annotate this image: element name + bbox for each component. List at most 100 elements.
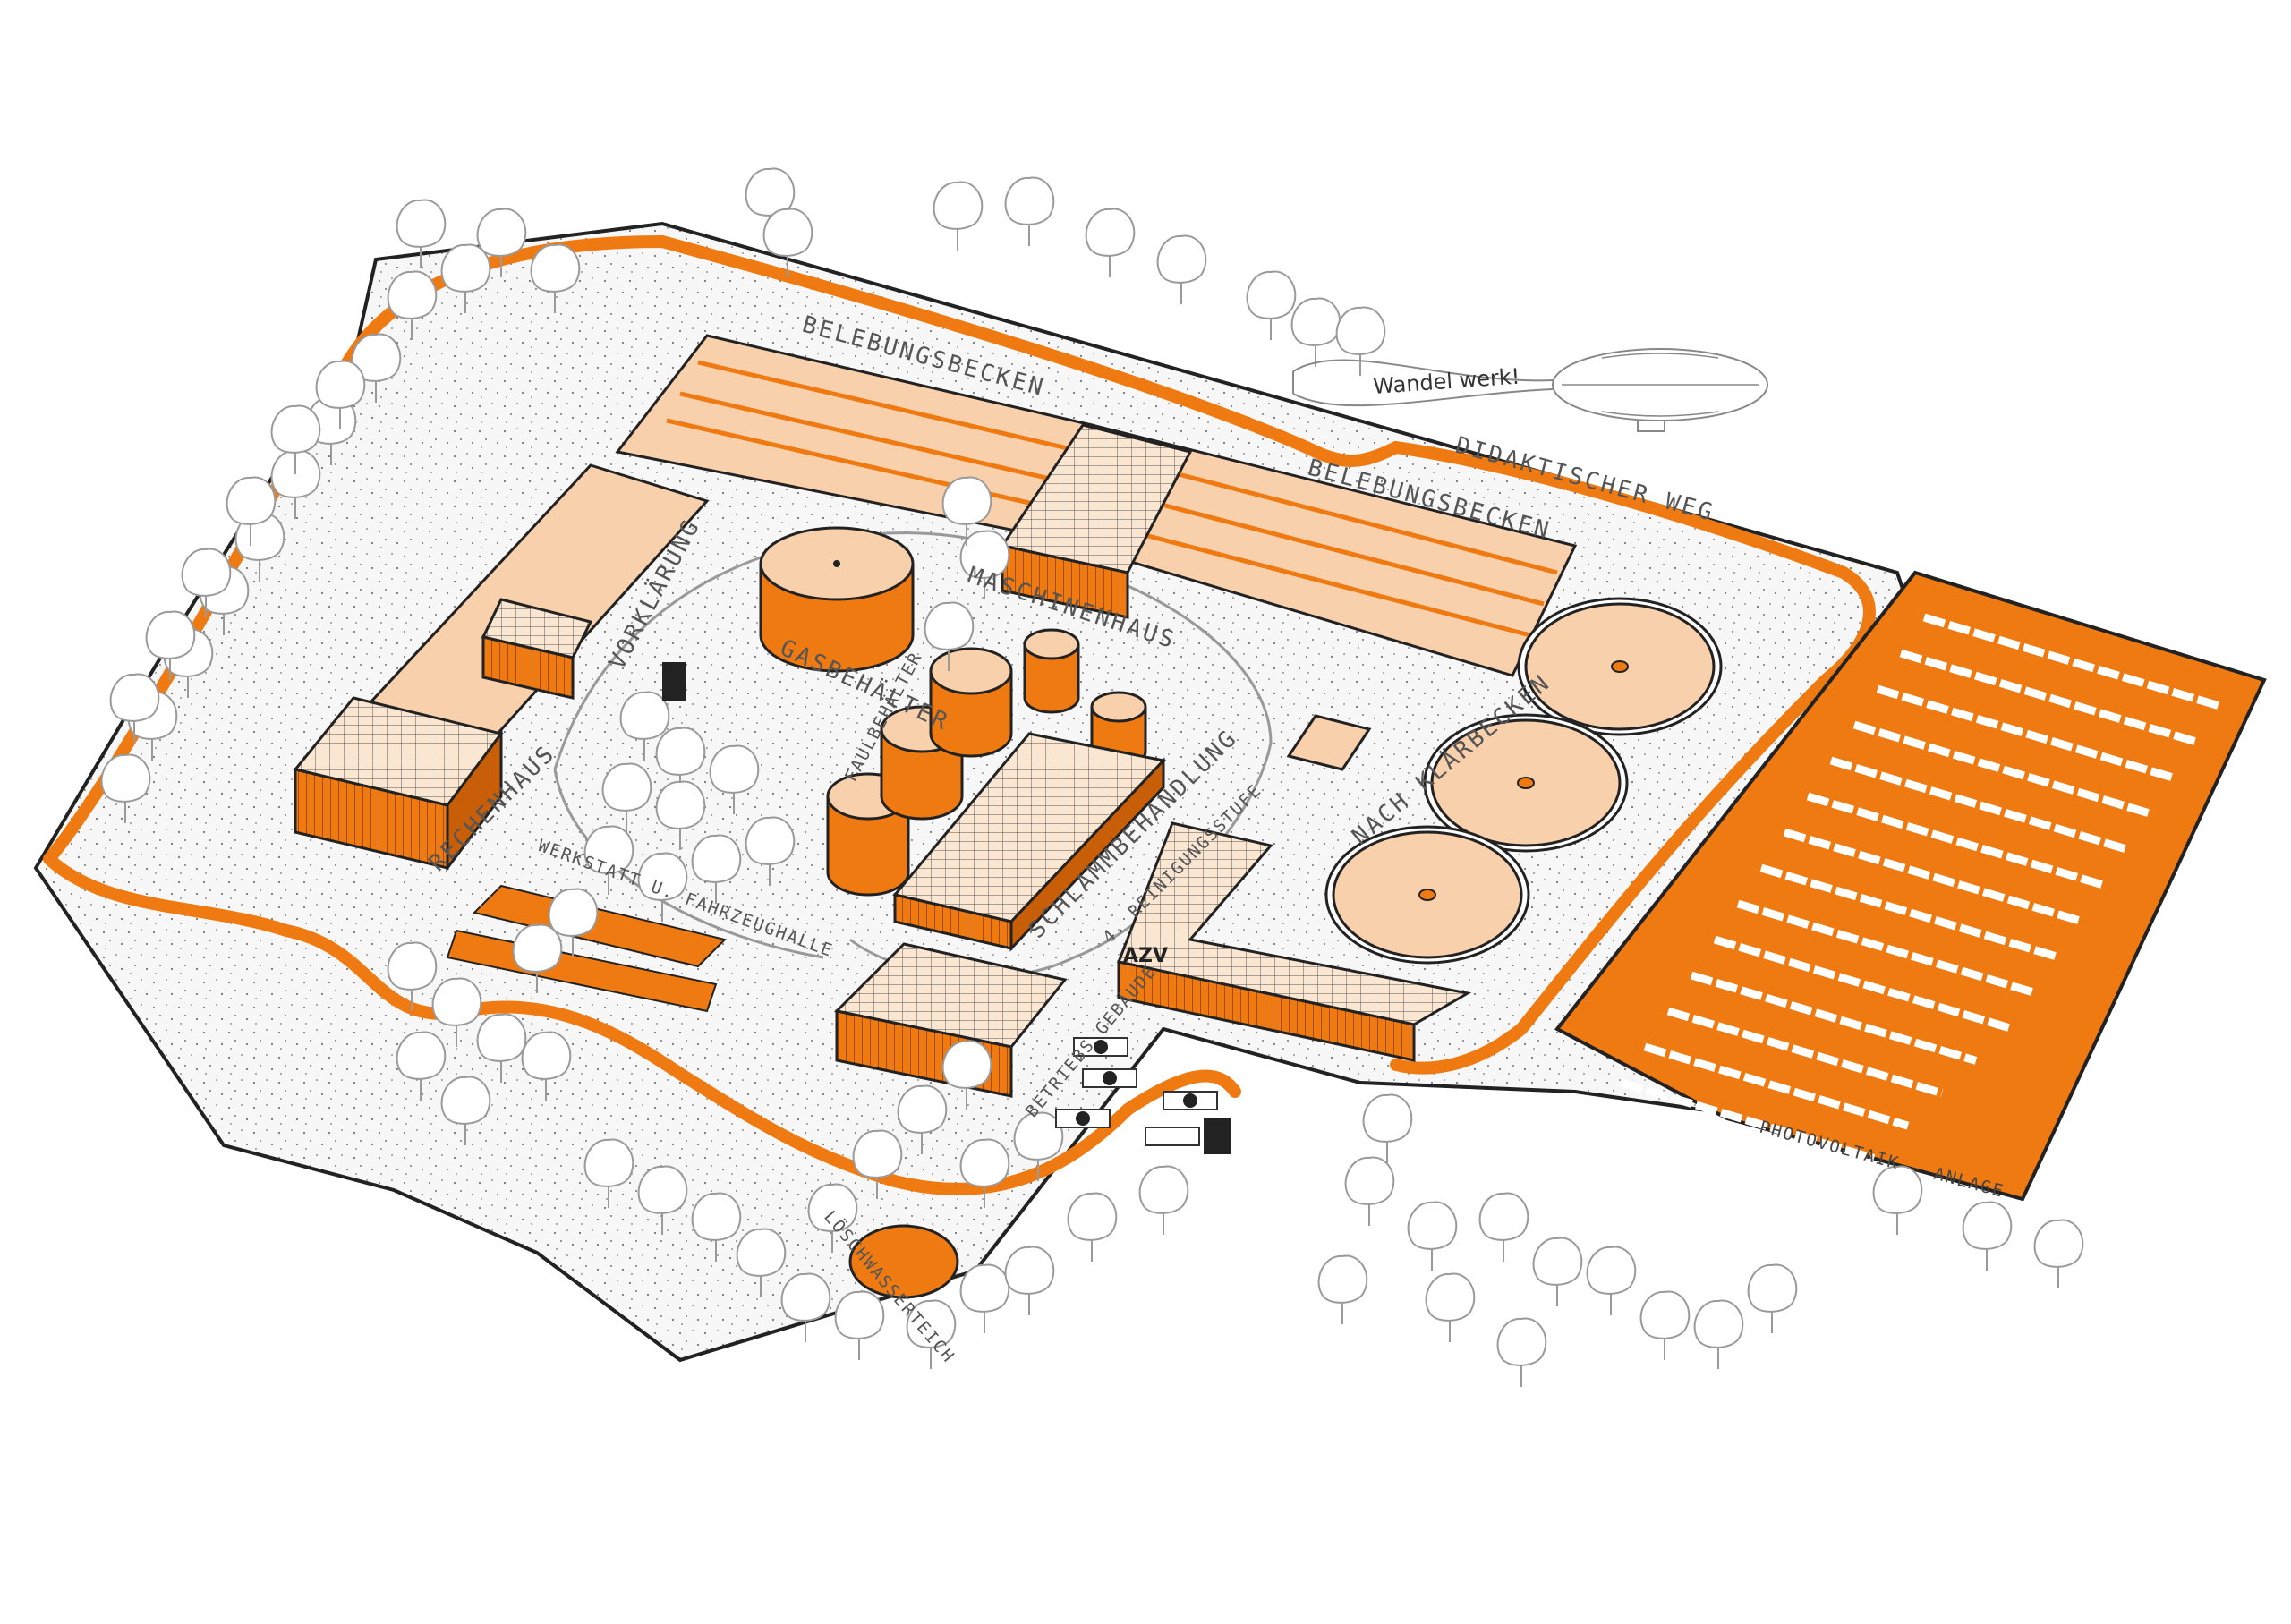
tree-icon <box>387 941 438 1011</box>
werkstatt-outline <box>473 884 727 968</box>
nachklaerbecken-tank <box>1517 597 1723 736</box>
tree-group <box>100 167 2084 1387</box>
tree-icon <box>1407 1201 1458 1271</box>
tree-icon <box>396 1031 447 1101</box>
pv-panel-row <box>1690 971 1978 1065</box>
tree-icon <box>637 1165 688 1235</box>
tree-icon <box>924 601 975 671</box>
label-azv: AZV <box>1123 945 1168 967</box>
tree-icon <box>351 333 402 403</box>
tree-icon <box>897 1084 948 1154</box>
tree-icon <box>1747 1263 1798 1333</box>
tree-icon <box>834 1290 885 1360</box>
tree-icon <box>396 199 447 268</box>
tree-icon <box>440 1076 491 1145</box>
tree-icon <box>1532 1237 1583 1306</box>
basin-channel <box>1082 516 1531 638</box>
tree-icon <box>1693 1299 1744 1369</box>
pv-panel-row <box>1643 1042 1910 1130</box>
tree-icon <box>1246 270 1297 340</box>
faulbehaelter-tanks <box>826 628 1147 897</box>
vehicle-icon <box>662 662 686 701</box>
tree-icon <box>762 208 813 277</box>
tree-icon <box>852 1129 903 1199</box>
tree-icon <box>181 548 232 617</box>
loeschwasserteich-pond <box>848 1224 959 1299</box>
reinigungsstufe-facade <box>1117 960 1416 1062</box>
tree-icon <box>959 1263 1010 1333</box>
tree-icon <box>941 1040 992 1110</box>
pv-panel-row <box>1597 1114 1842 1195</box>
pv-panel-row <box>1620 1078 1876 1162</box>
small-basin <box>1286 714 1372 771</box>
tree-icon <box>1317 1254 1368 1324</box>
tree-icon <box>1962 1201 2013 1271</box>
tree-icon <box>1067 1192 1118 1262</box>
tree-icon <box>601 762 652 832</box>
pv-panel-row <box>1666 1007 1944 1098</box>
parking-lot <box>1055 1037 1218 1146</box>
basin-channel <box>679 391 1070 486</box>
tree-icon <box>959 1138 1010 1208</box>
basin-channel <box>1109 454 1558 575</box>
tree-icon <box>270 404 321 474</box>
tree-icon <box>109 673 160 743</box>
tree-icon <box>1872 1165 1923 1235</box>
zeppelin <box>1292 348 1768 432</box>
tree-icon <box>691 1192 742 1262</box>
tree-icon <box>387 270 438 340</box>
tree-icon <box>906 1299 957 1369</box>
tree-icon <box>1290 297 1341 367</box>
tree-icon <box>476 1013 527 1083</box>
tree-icon <box>941 476 992 546</box>
rechenhaus-facade-side <box>446 729 503 872</box>
tree-icon <box>1344 1156 1395 1226</box>
photovoltaic-field <box>1554 570 2267 1202</box>
tree-icon <box>583 825 634 895</box>
tree-icon <box>1425 1272 1476 1342</box>
tree-icon <box>1335 306 1386 376</box>
nachklaerbecken-tank <box>1423 713 1629 853</box>
tree-icon <box>1478 1192 1529 1262</box>
basin-channel <box>666 418 1061 513</box>
tree-icon <box>548 888 599 957</box>
tree-icon <box>959 530 1010 599</box>
photovoltaic-panel-rows <box>1597 613 2221 1195</box>
tree-icon <box>1586 1246 1637 1315</box>
schlammbehandlung-facade-side <box>1009 757 1165 952</box>
tree-icon <box>583 1138 634 1208</box>
tree-icon <box>1085 208 1136 277</box>
tree-icon <box>1639 1290 1691 1360</box>
tree-icon <box>655 780 706 850</box>
nachklaerbecken-tank <box>1324 825 1530 965</box>
tree-icon <box>100 753 151 823</box>
tree-icon <box>1362 1093 1413 1163</box>
tree-icon <box>1004 1246 1055 1315</box>
tree-icon <box>933 181 984 251</box>
nachklaerbecken-group <box>1324 597 1723 965</box>
tree-icon <box>1004 176 1055 246</box>
tree-icon <box>1156 234 1207 304</box>
tree-icon <box>145 610 196 680</box>
tree-icon <box>521 1031 572 1101</box>
tree-icon <box>637 852 688 922</box>
tree-icon <box>736 1228 787 1297</box>
tree-icon <box>1496 1317 1547 1387</box>
maschinenhaus-facade <box>1001 544 1129 619</box>
tree-icon <box>691 834 742 904</box>
tree-icon <box>807 1183 858 1253</box>
tree-icon <box>512 923 563 993</box>
basin-channel <box>697 360 1084 455</box>
vorklaerung-building-facade <box>481 635 575 700</box>
tree-icon <box>530 243 581 313</box>
basin-channels <box>666 360 1558 638</box>
tree-icon <box>780 1272 831 1342</box>
tree-icon <box>431 977 482 1047</box>
tree-icon <box>709 744 760 814</box>
vehicle-icon <box>1204 1118 1231 1154</box>
tree-icon <box>315 360 366 429</box>
tree-icon <box>476 208 527 277</box>
gasbehaelter <box>759 526 915 673</box>
